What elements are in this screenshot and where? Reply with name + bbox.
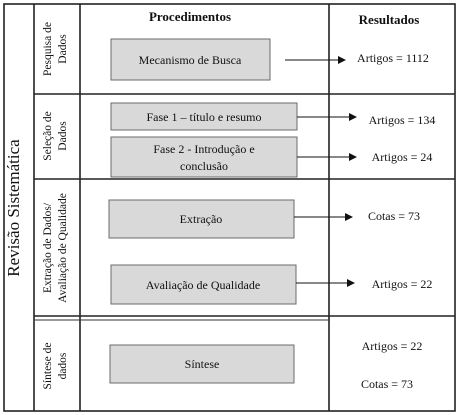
phase-label-line: Dados	[57, 34, 69, 64]
procedure-label: Mecanismo de Busca	[139, 53, 242, 67]
result-sintese-cotas: Cotas = 73	[361, 377, 413, 391]
procedure-label: Síntese	[185, 357, 220, 371]
result-avaliacao: Artigos = 22	[372, 277, 433, 291]
procedure-box	[109, 344, 295, 384]
procedure-label: Avaliação de Qualidade	[146, 278, 260, 292]
result-sintese-artigos: Artigos = 22	[362, 339, 423, 353]
procedure-box	[110, 102, 298, 131]
phase-label-line: Pesquisa de	[42, 22, 54, 76]
procedure-extracao: Extração	[108, 199, 295, 239]
phase-label-pesquisa: Pesquisa de Dados	[42, 22, 69, 76]
procedure-box	[110, 38, 271, 81]
procedure-box	[108, 199, 295, 239]
procedure-fase-1: Fase 1 – título e resumo	[110, 102, 298, 131]
procedure-label: Fase 2 - Introdução e	[153, 142, 254, 156]
phase-label-line: Seleção de	[42, 111, 54, 161]
procedure-sintese: Síntese	[109, 344, 295, 384]
procedure-avaliacao-de-qualidade: Avaliação de Qualidade	[110, 264, 297, 305]
procedure-label: Extração	[180, 212, 223, 226]
main-label: Revisão Sistemática	[4, 139, 23, 277]
result-busca: Artigos = 1112	[357, 51, 429, 65]
phase-label-extracao: Extração de Dados/ Avaliação de Qualidad…	[42, 193, 69, 303]
phase-label-sintese: Síntese de dados	[42, 343, 69, 390]
header-procedimentos: Procedimentos	[149, 9, 231, 24]
phase-label-line: dados	[57, 352, 69, 379]
phase-label-line: Dados	[57, 121, 69, 151]
procedure-label: Fase 1 – título e resumo	[147, 110, 262, 124]
result-fase-2: Artigos = 24	[372, 150, 433, 164]
phase-label-line: Síntese de	[42, 343, 54, 390]
procedure-box	[110, 264, 297, 305]
procedure-box	[110, 136, 298, 178]
procedure-mecanismo-de-busca: Mecanismo de Busca	[110, 38, 271, 81]
phase-label-line: Extração de Dados/	[42, 202, 54, 293]
procedure-fase-2: Fase 2 - Introdução e conclusão	[110, 136, 298, 178]
phase-label-line: Avaliação de Qualidade	[57, 193, 69, 303]
header-resultados: Resultados	[359, 12, 420, 27]
outer-frame	[3, 3, 456, 412]
phase-label-selecao: Seleção de Dados	[42, 111, 69, 161]
result-fase-1: Artigos = 134	[369, 113, 436, 127]
result-extracao: Cotas = 73	[368, 209, 420, 223]
procedure-label: conclusão	[180, 159, 228, 173]
